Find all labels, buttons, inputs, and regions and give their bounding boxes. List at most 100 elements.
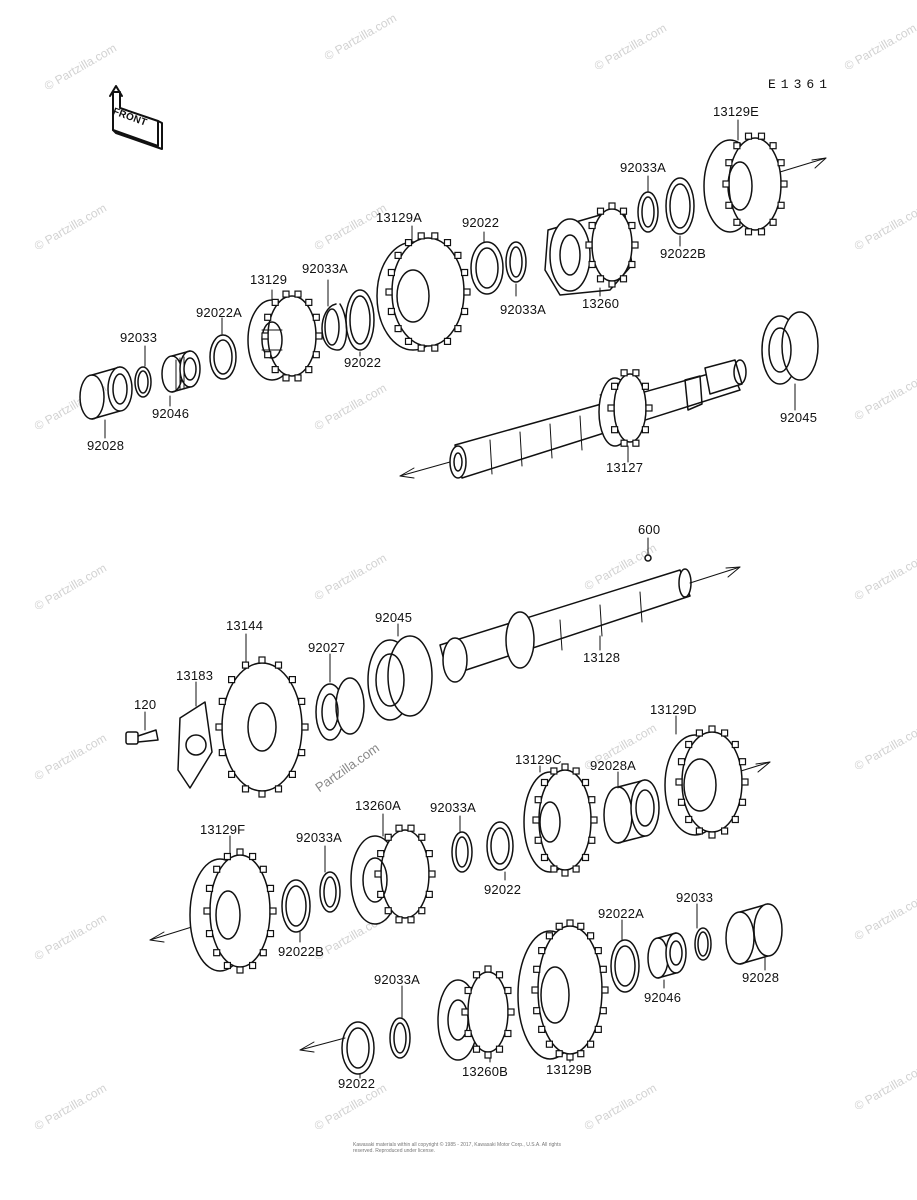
part-label[interactable]: 92033A bbox=[374, 972, 421, 987]
gear-tooth bbox=[708, 725, 716, 733]
gear-tooth bbox=[461, 307, 469, 316]
gear-tooth bbox=[454, 325, 462, 333]
part-label[interactable]: 13129F bbox=[200, 822, 246, 837]
gear-tooth bbox=[274, 785, 283, 793]
gear-tooth bbox=[404, 239, 413, 247]
gear-tooth bbox=[205, 884, 214, 893]
part-label[interactable]: 13129A bbox=[376, 210, 423, 225]
part-label[interactable]: 92022 bbox=[344, 355, 382, 370]
gear-tooth bbox=[288, 675, 296, 684]
snap-ring-92033A-upper-1 bbox=[321, 303, 348, 351]
part-label[interactable]: 13144 bbox=[226, 618, 264, 633]
gear-tooth bbox=[610, 382, 619, 390]
part-label[interactable]: 92028 bbox=[87, 438, 125, 453]
gear-tooth bbox=[395, 916, 403, 924]
gear-tooth bbox=[443, 239, 452, 247]
part-label[interactable]: 92028A bbox=[590, 758, 637, 773]
gear-tooth bbox=[780, 180, 788, 188]
gear-tooth bbox=[677, 758, 686, 766]
part-label[interactable]: 13127 bbox=[606, 460, 644, 475]
gear-tooth bbox=[645, 404, 653, 412]
part-label[interactable]: 92022A bbox=[598, 906, 645, 921]
gear-tooth bbox=[418, 833, 426, 841]
gear-tooth bbox=[561, 869, 569, 877]
part-label[interactable]: 13128 bbox=[583, 650, 621, 665]
gear-13129A bbox=[376, 237, 465, 351]
gear-tooth bbox=[744, 132, 753, 140]
part-label[interactable]: 13129 bbox=[250, 272, 288, 287]
part-label[interactable]: 92022 bbox=[338, 1076, 376, 1091]
gear-tooth bbox=[374, 870, 382, 878]
copyright-notice: Kawasaki materials within all copyright … bbox=[353, 1142, 561, 1154]
part-label[interactable]: 92033A bbox=[296, 830, 343, 845]
gear-tooth bbox=[454, 251, 462, 259]
part-label[interactable]: 13129E bbox=[713, 104, 760, 119]
part-label[interactable]: 92033A bbox=[430, 800, 477, 815]
gear-tooth bbox=[731, 740, 739, 749]
part-label[interactable]: 92046 bbox=[644, 990, 682, 1005]
gear-tooth bbox=[249, 852, 257, 861]
part-label[interactable]: 92027 bbox=[308, 640, 346, 655]
part-label[interactable]: 92033 bbox=[120, 330, 158, 345]
part-label[interactable]: 13129D bbox=[650, 702, 697, 717]
part-label[interactable]: 92033 bbox=[676, 890, 714, 905]
part-label[interactable]: 92022 bbox=[462, 215, 500, 230]
gear-tooth bbox=[385, 288, 393, 296]
part-label[interactable]: 92022A bbox=[196, 305, 243, 320]
part-label[interactable]: 600 bbox=[638, 522, 661, 537]
part-label[interactable]: 13260B bbox=[462, 1064, 509, 1079]
gear-tooth bbox=[757, 228, 766, 236]
gear-tooth bbox=[675, 778, 683, 786]
gear-tooth bbox=[464, 1029, 472, 1038]
gear-tooth bbox=[298, 748, 306, 757]
part-label[interactable]: 92033A bbox=[302, 261, 349, 276]
gear-tooth bbox=[577, 922, 585, 930]
gear-tooth bbox=[594, 946, 602, 955]
part-label[interactable]: 13129B bbox=[546, 1062, 593, 1077]
gear-tooth bbox=[315, 332, 323, 340]
gear-tooth bbox=[417, 232, 425, 240]
gear-tooth bbox=[236, 966, 244, 974]
part-label[interactable]: 120 bbox=[134, 697, 157, 712]
part-label[interactable]: 92022 bbox=[484, 882, 522, 897]
part-label[interactable]: 92022B bbox=[278, 944, 325, 959]
gear-tooth bbox=[588, 836, 596, 844]
gear-tooth bbox=[394, 251, 402, 259]
washer-92022-lower-2 bbox=[341, 1021, 375, 1075]
gear-tooth bbox=[725, 159, 733, 167]
gear-tooth bbox=[608, 202, 616, 210]
part-label[interactable]: 92033A bbox=[620, 160, 667, 175]
part-label[interactable]: 13260A bbox=[355, 798, 402, 813]
part-label[interactable]: 13260 bbox=[582, 296, 620, 311]
gear-tooth bbox=[266, 884, 275, 893]
snap-ring-92033A-lower-1 bbox=[319, 871, 341, 913]
gear-tooth bbox=[472, 1045, 481, 1053]
gear-tooth bbox=[495, 1045, 504, 1053]
gear-tooth bbox=[632, 369, 640, 377]
gear-tooth bbox=[484, 965, 492, 973]
part-label[interactable]: 92045 bbox=[375, 610, 413, 625]
gear-tooth bbox=[215, 723, 223, 731]
gear-tooth bbox=[594, 1025, 602, 1034]
gear-tooth bbox=[205, 929, 214, 938]
shaft-13127 bbox=[449, 359, 747, 479]
gear-tooth bbox=[532, 816, 540, 824]
gear-tooth bbox=[236, 848, 244, 856]
gear-tooth bbox=[387, 307, 395, 316]
part-label[interactable]: 92028 bbox=[742, 970, 780, 985]
part-label[interactable]: 92046 bbox=[152, 406, 190, 421]
gear-tooth bbox=[695, 827, 704, 835]
gear-tooth bbox=[282, 374, 290, 382]
collar-92027 bbox=[315, 677, 365, 741]
part-label[interactable]: 13183 bbox=[176, 668, 214, 683]
gear-13260A bbox=[350, 829, 430, 925]
gear-tooth bbox=[632, 439, 640, 447]
part-label[interactable]: 92045 bbox=[780, 410, 818, 425]
gear-tooth bbox=[241, 785, 250, 793]
gear-tooth bbox=[586, 1040, 595, 1048]
part-label[interactable]: 92033A bbox=[500, 302, 547, 317]
gear-tooth bbox=[720, 827, 729, 835]
gear-tooth bbox=[581, 853, 590, 862]
part-label[interactable]: 13129C bbox=[515, 752, 562, 767]
part-label[interactable]: 92022B bbox=[660, 246, 707, 261]
